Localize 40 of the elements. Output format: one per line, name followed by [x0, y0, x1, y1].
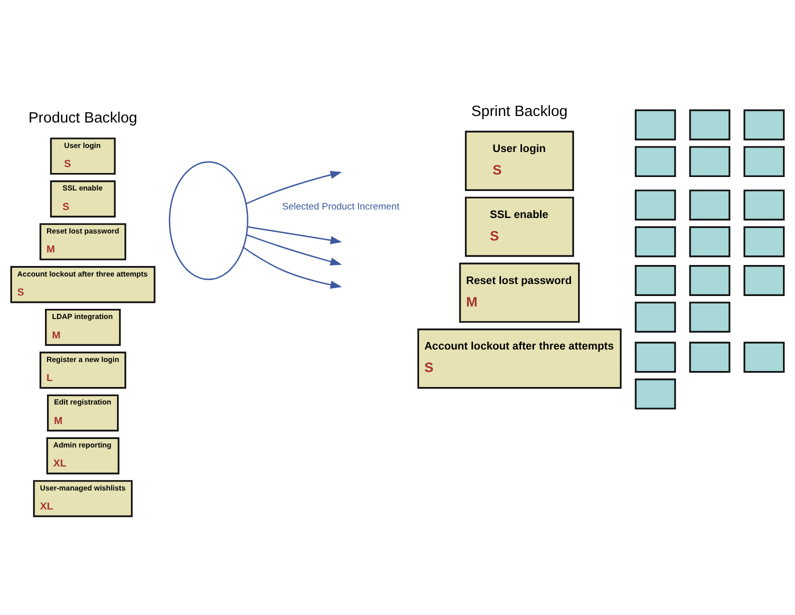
- node-box: [744, 108, 785, 140]
- node-box: [634, 189, 676, 220]
- node-box: [744, 264, 785, 296]
- node-box: SSL enable S: [464, 196, 574, 256]
- node-box: [634, 108, 676, 140]
- node-box: [634, 341, 676, 372]
- node-box: [689, 108, 730, 140]
- node-box: [634, 226, 676, 257]
- node-box: [744, 146, 785, 177]
- arrow: [246, 170, 342, 204]
- node-box: User-managed wishlists XL: [33, 480, 133, 517]
- node-box: Admin reporting XL: [46, 436, 120, 474]
- node-box: [689, 226, 730, 257]
- node-box: LDAP integration M: [44, 308, 121, 346]
- node-box: [634, 301, 676, 332]
- node-box: [634, 146, 676, 177]
- label: Product Backlog: [28, 109, 138, 126]
- node-box: User login S: [50, 137, 116, 174]
- node-box: [689, 301, 730, 332]
- node-box: Edit registration M: [47, 394, 119, 432]
- arrow: [243, 246, 342, 288]
- node-box: [634, 378, 676, 409]
- node-box: Account lockout after three attempts S: [417, 328, 622, 388]
- node-box: [689, 189, 730, 220]
- label: Sprint Backlog: [471, 102, 568, 120]
- node-box: Register a new login L: [40, 351, 126, 388]
- node-box: Account lockout after three attempts S: [10, 266, 156, 303]
- node-box: [744, 341, 785, 372]
- node-box: [744, 189, 785, 220]
- node-box: Reset lost password M: [459, 262, 580, 322]
- node-box: [689, 146, 730, 177]
- node-box: [634, 264, 676, 296]
- node-box: [744, 226, 785, 257]
- node-box: User login S: [464, 130, 574, 190]
- label: Selected Product Increment: [282, 201, 400, 212]
- node-ellipse: [168, 160, 248, 280]
- node-box: SSL enable S: [50, 180, 116, 217]
- node-box: [689, 341, 730, 372]
- node-box: Reset lost password M: [40, 222, 126, 260]
- node-box: [689, 264, 730, 296]
